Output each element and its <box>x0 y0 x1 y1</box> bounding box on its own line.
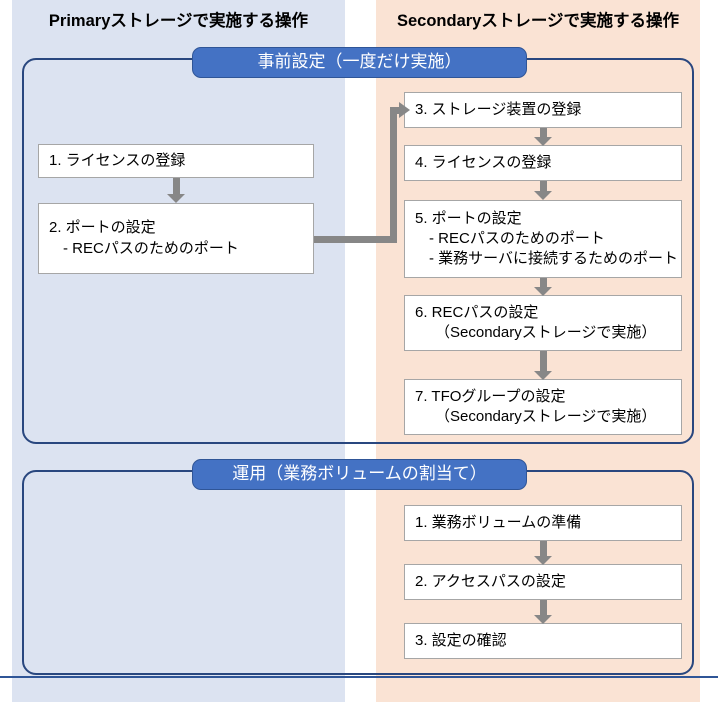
secondary-column-title: Secondaryストレージで実施する操作 <box>396 12 680 30</box>
step-box-operate-3[interactable]: 3. 設定の確認 <box>404 623 682 659</box>
step-box-primary-1[interactable]: 1. ライセンスの登録 <box>38 144 314 178</box>
step-line: 1. ライセンスの登録 <box>49 151 186 169</box>
step-line: 7. TFOグループの設定 <box>415 387 566 405</box>
step-line: ‐ 業務サーバに接続するためのポート <box>429 250 679 268</box>
step-line: ‐ RECパスのためのポート <box>63 239 239 257</box>
step-line: ‐ RECパスのためのポート <box>429 229 605 247</box>
step-line: 6. RECパスの設定 <box>415 303 539 321</box>
group-banner-operate: 運用（業務ボリュームの割当て） <box>192 459 527 490</box>
step-box-secondary-3[interactable]: 3. ストレージ装置の登録 <box>404 92 682 128</box>
step-line: 2. ポートの設定 <box>49 219 156 237</box>
arrow-secondary-5-to-6 <box>534 278 552 296</box>
step-line: （Secondaryストレージで実施） <box>435 324 657 341</box>
step-box-primary-2[interactable]: 2. ポートの設定 ‐ RECパスのためのポート <box>38 203 314 274</box>
arrow-secondary-6-to-7 <box>534 351 552 380</box>
connector-arrowhead <box>399 102 410 118</box>
step-line: （Secondaryストレージで実施） <box>435 408 657 425</box>
connector-segment-horizontal-upper <box>390 107 399 114</box>
step-box-secondary-7[interactable]: 7. TFOグループの設定 （Secondaryストレージで実施） <box>404 379 682 435</box>
bottom-separator-rule <box>0 676 718 678</box>
arrow-operate-2-to-3 <box>534 600 552 624</box>
primary-column-title: Primaryストレージで実施する操作 <box>48 12 309 30</box>
step-line: 2. アクセスパスの設定 <box>415 572 566 590</box>
connector-segment-vertical <box>390 107 397 243</box>
arrow-primary-1-to-2 <box>167 178 185 203</box>
step-line: 3. 設定の確認 <box>415 631 507 649</box>
step-box-operate-1[interactable]: 1. 業務ボリュームの準備 <box>404 505 682 541</box>
primary-column-band <box>12 0 345 702</box>
step-box-secondary-5[interactable]: 5. ポートの設定 ‐ RECパスのためのポート ‐ 業務サーバに接続するための… <box>404 200 682 278</box>
step-line: 3. ストレージ装置の登録 <box>415 100 582 118</box>
connector-primary2-to-secondary3 <box>314 100 410 246</box>
step-box-operate-2[interactable]: 2. アクセスパスの設定 <box>404 564 682 600</box>
step-line: 1. 業務ボリュームの準備 <box>415 513 582 531</box>
step-box-secondary-4[interactable]: 4. ライセンスの登録 <box>404 145 682 181</box>
step-box-secondary-6[interactable]: 6. RECパスの設定 （Secondaryストレージで実施） <box>404 295 682 351</box>
arrow-secondary-4-to-5 <box>534 181 552 201</box>
step-line: 5. ポートの設定 <box>415 209 522 227</box>
arrow-operate-1-to-2 <box>534 541 552 565</box>
step-line: 4. ライセンスの登録 <box>415 153 552 171</box>
arrow-secondary-3-to-4 <box>534 128 552 146</box>
connector-segment-horizontal-lower <box>314 236 397 243</box>
group-banner-setup: 事前設定（一度だけ実施） <box>192 47 527 78</box>
